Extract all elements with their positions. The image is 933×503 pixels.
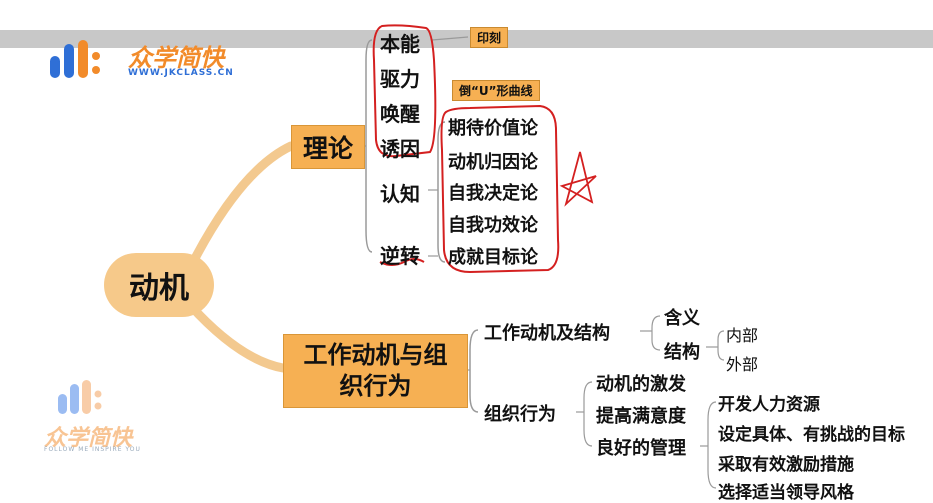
management-item-leadership: 选择适当领导风格 [718, 483, 854, 503]
red-underline-reversal [379, 258, 425, 266]
work-node-line2: 织行为 [339, 372, 412, 400]
work-node-line1: 工作动机与组 [303, 341, 448, 369]
watermark-brand: 众学简快 [44, 426, 133, 451]
drive-term-incentive: 诱因 [380, 137, 420, 161]
red-bracket-theories [440, 104, 560, 274]
theory-self-determination: 自我决定论 [448, 183, 538, 204]
theory-node: 理论 [291, 125, 365, 169]
org-item-management: 良好的管理 [596, 438, 686, 459]
bracket-management [707, 401, 717, 489]
branch-root-theory [185, 141, 296, 273]
logo-url: WWW.JKCLASS.CN [128, 68, 234, 78]
red-star-icon [559, 151, 597, 207]
bracket-work [469, 329, 479, 413]
management-item-goals: 设定具体、有挑战的目标 [718, 425, 905, 445]
org-item-stimulate: 动机的激发 [596, 374, 686, 395]
reversal-node: 逆转 [380, 244, 420, 268]
logo-brand: 众学简快 [128, 44, 224, 72]
red-bracket-drive-terms [372, 24, 437, 158]
structure-item-structure: 结构 [664, 342, 700, 363]
theory-achievement-goal: 成就目标论 [448, 247, 538, 268]
structure-item-meaning: 含义 [664, 308, 700, 329]
cognition-node: 认知 [380, 182, 420, 206]
management-item-incentives: 采取有效激励措施 [718, 455, 854, 475]
management-item-hr: 开发人力资源 [718, 395, 820, 415]
drive-term-arousal: 唤醒 [380, 102, 420, 126]
watermark-logo-icon [56, 378, 116, 418]
drive-term-instinct: 本能 [380, 32, 420, 56]
work-structure-title: 工作动机及结构 [484, 323, 610, 344]
tag-inverted-u-curve: 倒“U”形曲线 [452, 80, 540, 101]
bracket-org [583, 381, 593, 447]
work-motivation-node: 工作动机与组 织行为 [283, 334, 468, 408]
logo-mark-icon [48, 38, 118, 82]
structure-sub-internal: 内部 [726, 326, 759, 345]
watermark-slogan: FOLLOW ME INSPIRE YOU [44, 446, 141, 453]
bracket-theory [365, 39, 373, 253]
bracket-structure [651, 315, 661, 351]
top-gray-band [0, 30, 933, 48]
theory-attribution: 动机归因论 [448, 152, 538, 173]
org-item-satisfaction: 提高满意度 [596, 406, 686, 427]
bracket-internal-external [717, 330, 725, 361]
structure-sub-external: 外部 [726, 355, 759, 374]
mindmap-root-node: 动机 [104, 253, 214, 317]
theory-self-efficacy: 自我功效论 [448, 215, 538, 236]
org-behavior-title: 组织行为 [484, 404, 556, 425]
drive-term-drive: 驱力 [380, 67, 420, 91]
tag-imprint: 印刻 [470, 27, 509, 48]
theory-expectancy-value: 期待价值论 [448, 118, 538, 139]
branch-root-work [185, 300, 288, 373]
